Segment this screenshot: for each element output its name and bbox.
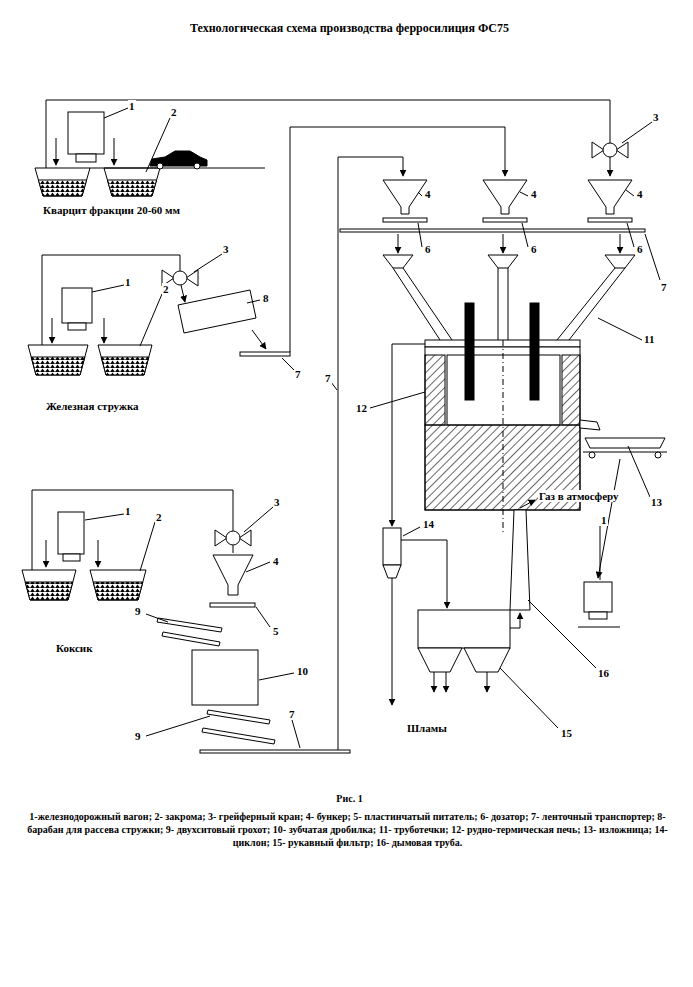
callout-number: 16 [597, 667, 610, 679]
callout-number: 3 [273, 496, 281, 508]
callout-number: 6 [530, 243, 538, 255]
callout-number: 10 [296, 665, 309, 677]
legend-key-text: 1-железнодорожный вагон; 2- закрома; 3- … [18, 810, 677, 849]
callout-number: 11 [643, 333, 655, 345]
callout-number: 6 [636, 243, 644, 255]
callout-number: 2 [162, 283, 170, 295]
callout-number: 4 [272, 555, 280, 567]
callout-number: 1 [600, 514, 608, 526]
callout-number: 3 [222, 243, 230, 255]
area-label: Железная стружка [45, 400, 140, 412]
callout-number: 14 [422, 518, 435, 530]
callout-number: 9 [134, 730, 142, 742]
callout-number: 1 [124, 276, 132, 288]
callout-number: 7 [324, 372, 332, 384]
callout-number: 12 [355, 402, 368, 414]
callout-number: 1 [124, 505, 132, 517]
callout-number: 8 [262, 292, 270, 304]
callout-number: 1 [128, 100, 136, 112]
callout-number: 7 [660, 281, 668, 293]
diagram-title: Технологическая схема производства ферро… [3, 22, 693, 35]
area-label: Коксик [55, 642, 94, 654]
callout-number: 6 [424, 243, 432, 255]
figure-caption: Рис. 1 [3, 793, 693, 804]
callout-number: 15 [560, 727, 573, 739]
callout-number: 7 [288, 708, 296, 720]
callout-number: 3 [652, 111, 660, 123]
callout-number: 4 [424, 188, 432, 200]
callout-number: 7 [294, 368, 302, 380]
callout-number: 2 [155, 511, 163, 523]
area-label: Кварцит фракции 20-60 мм [42, 204, 181, 216]
callout-number: 4 [636, 188, 644, 200]
callout-number: 4 [530, 188, 538, 200]
callout-number: 2 [170, 106, 178, 118]
area-label: Газ в атмосферу [538, 490, 620, 502]
callout-number: 5 [272, 625, 280, 637]
callout-number: 9 [134, 605, 142, 617]
callout-number: 13 [650, 496, 663, 508]
area-label: Шламы [406, 722, 448, 734]
